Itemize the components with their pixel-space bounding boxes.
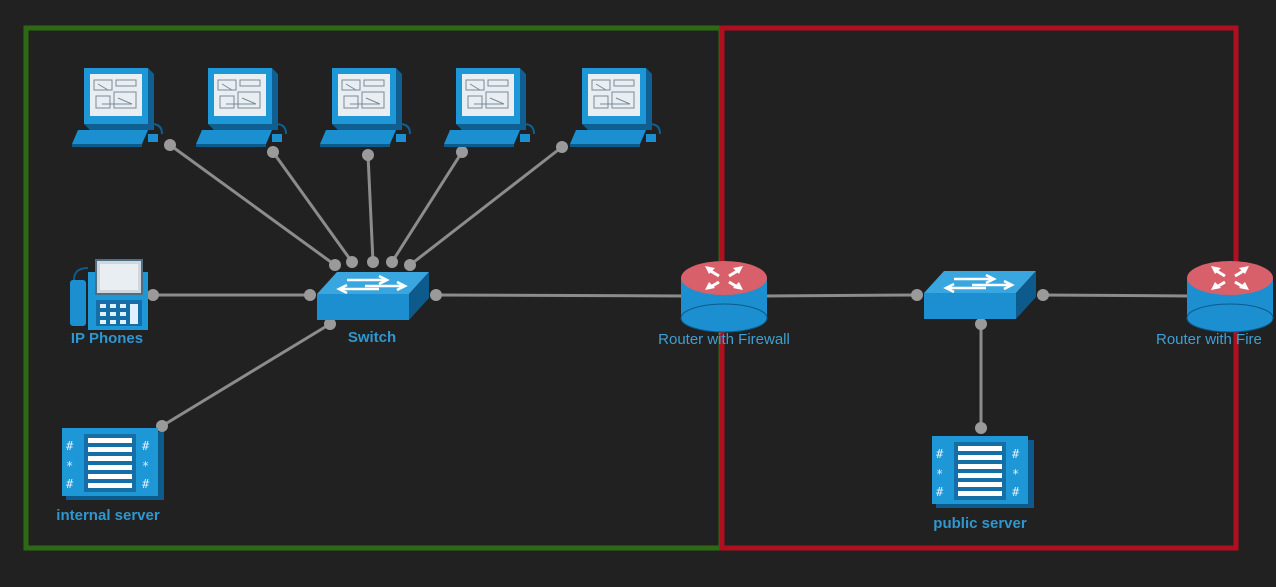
link-endpoint — [324, 318, 336, 330]
router-firewall[interactable] — [679, 259, 769, 334]
ip-phones-label: IP Phones — [70, 330, 144, 347]
link-endpoint — [975, 422, 987, 434]
link-endpoint — [147, 289, 159, 301]
link-endpoint — [404, 259, 416, 271]
router-firewall-edge[interactable] — [1185, 259, 1275, 334]
link-endpoint — [156, 420, 168, 432]
switch-label: Switch — [347, 329, 397, 346]
internal-server[interactable] — [62, 428, 164, 500]
link-endpoint — [386, 256, 398, 268]
link-endpoint — [346, 256, 358, 268]
link-endpoint — [362, 149, 374, 161]
link-laptop2-switch — [271, 151, 354, 263]
link-router-switch2 — [764, 293, 918, 298]
link-laptop4-switch — [390, 151, 464, 263]
laptop-3[interactable] — [319, 67, 411, 148]
link-laptop5-switch — [409, 145, 563, 267]
ip-phone[interactable] — [69, 259, 149, 331]
laptop-1[interactable] — [71, 67, 163, 148]
internal-server-label: internal server — [56, 507, 160, 524]
laptop-2[interactable] — [195, 67, 287, 148]
public-server[interactable] — [932, 436, 1034, 508]
public-server-label: public server — [933, 515, 1027, 532]
link-endpoint — [556, 141, 568, 153]
laptop-4[interactable] — [443, 67, 535, 148]
link-laptop3-switch — [366, 154, 375, 263]
link-laptop1-switch — [169, 143, 336, 267]
link-endpoint — [975, 318, 987, 330]
link-endpoint — [1037, 289, 1049, 301]
link-endpoint — [456, 146, 468, 158]
switch-dmz[interactable] — [922, 269, 1038, 321]
edge-label-clip: Router with Fire — [1140, 328, 1276, 352]
link-endpoint — [304, 289, 316, 301]
laptop-5[interactable] — [569, 67, 661, 148]
link-endpoint — [911, 289, 923, 301]
router-firewall-edge-label: Router with Fire — [1156, 331, 1262, 348]
link-switch-router — [435, 293, 685, 298]
link-server-switch — [161, 322, 331, 428]
link-endpoint — [267, 146, 279, 158]
link-endpoint — [367, 256, 379, 268]
router-firewall-label: Router with Firewall — [658, 331, 790, 348]
link-switch2-router2 — [1042, 293, 1191, 298]
link-endpoint — [430, 289, 442, 301]
switch-internal[interactable] — [315, 270, 431, 322]
link-endpoint — [329, 259, 341, 271]
link-endpoint — [164, 139, 176, 151]
